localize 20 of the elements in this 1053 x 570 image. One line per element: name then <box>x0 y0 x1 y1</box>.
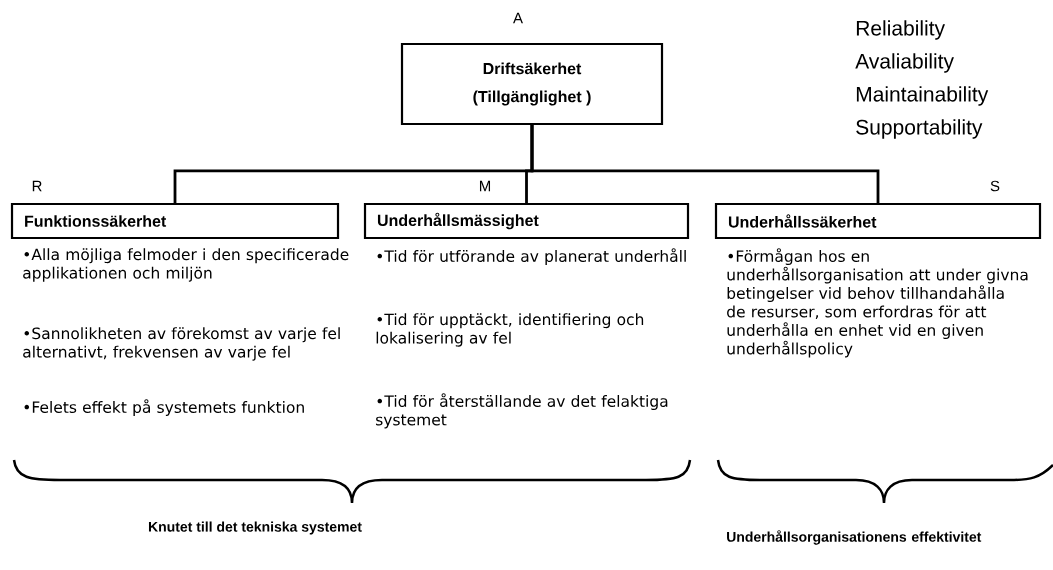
bullet-text: •Tid för upptäckt, identifiering och lokalisering av fel <box>376 313 644 347</box>
bullet-text: •Tid för återställande av det felaktiga systemet <box>376 393 668 429</box>
node-letter: M <box>480 180 490 192</box>
bullet-text: •Felets effekt på systemets funktion <box>24 399 304 417</box>
term-label: Avaliability <box>855 53 954 73</box>
connector-line <box>530 125 880 203</box>
term-label: Reliability <box>856 20 945 40</box>
bullet-text: •Tid för utförande av planerat underhåll <box>377 248 686 266</box>
brace-caption: Knutet till det tekniska systemet <box>149 521 362 535</box>
heading-box: Underhållsmässighet <box>363 202 690 240</box>
title-box: Driftsäkerhet (Tillgänglighet ) <box>400 42 664 126</box>
term-label: Supportability <box>856 119 983 139</box>
heading-box: Funktionssäkerhet <box>10 202 340 240</box>
node-letter: A <box>513 12 523 24</box>
brace-caption: Underhållsorganisationens effektivitet <box>727 530 982 545</box>
heading-box: Underhållssäkerhet <box>714 202 1042 240</box>
bullet-text: •Alla möjliga felmoder i den specificerade applikationen och miljön <box>23 248 349 282</box>
bullet-text: •Förmågan hos en underhållsorganisation att under givna betingelser vid behov tillhandahålla de resurser, som erfordras för att underhålla en enhet vid en given underhållspolicy <box>727 248 1028 358</box>
bullet-text: •Sannolikheten av förekomst av varje fel alternativt, frekvensen av varje fel <box>23 327 340 361</box>
term-label: Maintainability <box>856 86 989 106</box>
